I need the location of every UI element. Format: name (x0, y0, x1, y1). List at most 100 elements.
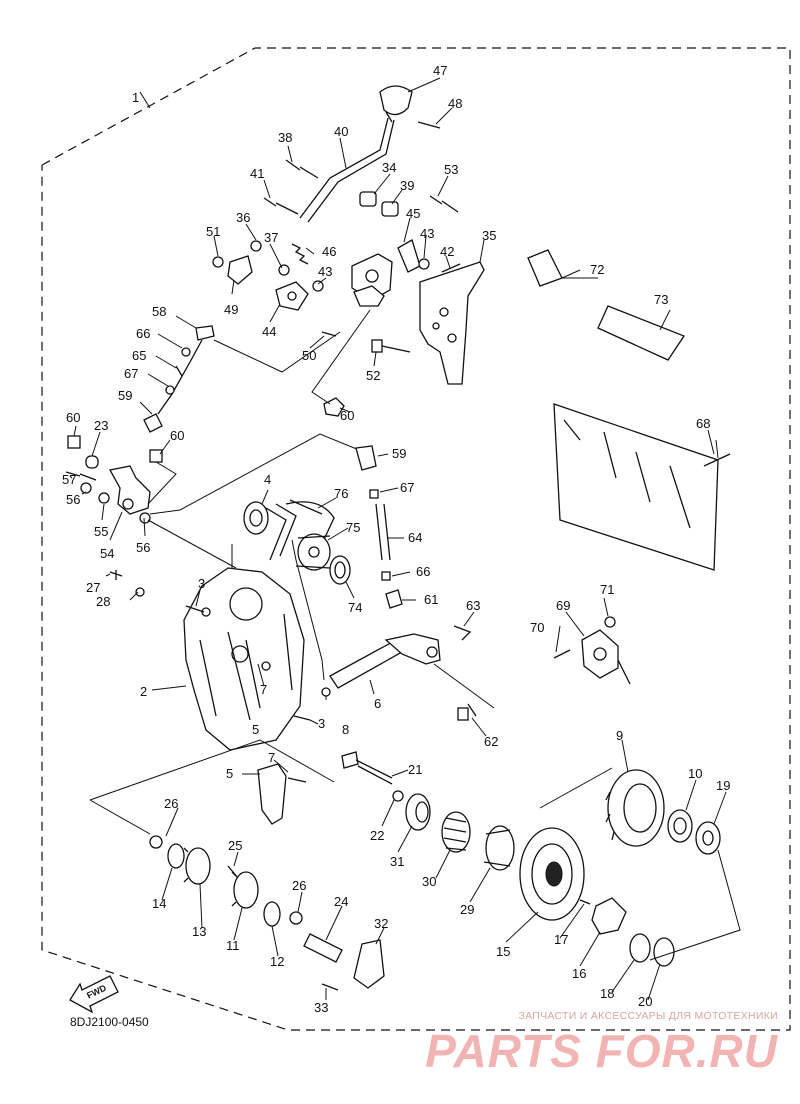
callout-39: 39 (400, 178, 414, 193)
plates-72-73 (527, 249, 685, 361)
callout-7a: 7 (260, 682, 267, 697)
callout-72: 72 (590, 262, 604, 277)
callout-46: 46 (322, 244, 336, 259)
callout-3b: 3 (318, 716, 325, 731)
sensor-assembly (553, 616, 631, 685)
callout-66a: 66 (136, 326, 150, 341)
callout-26a: 26 (164, 796, 178, 811)
leader-lines (69, 77, 727, 1001)
callout-38: 38 (278, 130, 292, 145)
callout-5a: 5 (252, 722, 259, 737)
callout-25: 25 (228, 838, 242, 853)
shift-shaft (329, 625, 495, 721)
callout-13: 13 (192, 924, 206, 939)
callout-31: 31 (390, 854, 404, 869)
output-gear (539, 767, 741, 961)
callout-69: 69 (556, 598, 570, 613)
callout-67b: 67 (400, 480, 414, 495)
callout-60c: 60 (170, 428, 184, 443)
callout-74: 74 (348, 600, 362, 615)
callout-20: 20 (638, 994, 652, 1009)
callout-59b: 59 (392, 446, 406, 461)
callout-49: 49 (224, 302, 238, 317)
callout-2: 2 (140, 684, 147, 699)
callout-43b: 43 (318, 264, 332, 279)
callout-76: 76 (334, 486, 348, 501)
callout-40: 40 (334, 124, 348, 139)
belt-guard (553, 403, 731, 571)
callout-18: 18 (600, 986, 614, 1001)
callout-27: 27 (86, 580, 100, 595)
case-cover (109, 519, 331, 825)
callout-45: 45 (406, 206, 420, 221)
callout-60b: 60 (66, 410, 80, 425)
callout-5b: 5 (226, 766, 233, 781)
callout-55: 55 (94, 524, 108, 539)
callout-9: 9 (616, 728, 623, 743)
callout-44: 44 (262, 324, 276, 339)
callout-70: 70 (530, 620, 544, 635)
linkage-rod-assembly (65, 325, 377, 524)
sprocket-group (243, 499, 351, 585)
callout-4: 4 (264, 472, 271, 487)
callout-29: 29 (460, 902, 474, 917)
callout-47: 47 (433, 63, 447, 78)
callout-54: 54 (100, 546, 114, 561)
callout-32: 32 (374, 916, 388, 931)
callout-52: 52 (366, 368, 380, 383)
callout-3a: 3 (198, 576, 205, 591)
callout-34: 34 (382, 160, 396, 175)
shift-lever-assembly (212, 85, 485, 417)
callout-1: 1 (132, 90, 139, 105)
callout-19: 19 (716, 778, 730, 793)
callout-26b: 26 (292, 878, 306, 893)
diagram-caption: 8DJ2100-0450 (70, 1015, 149, 1029)
callout-48: 48 (448, 96, 462, 111)
callout-66b: 66 (416, 564, 430, 579)
callout-59a: 59 (118, 388, 132, 403)
callout-labels: 1 47 48 38 40 34 53 41 39 45 36 51 37 43… (62, 63, 730, 1015)
callout-23: 23 (94, 418, 108, 433)
gear-train (89, 739, 385, 991)
callout-24: 24 (334, 894, 348, 909)
callout-61: 61 (424, 592, 438, 607)
callout-28: 28 (96, 594, 110, 609)
callout-65: 65 (132, 348, 146, 363)
callout-56a: 56 (66, 492, 80, 507)
callout-75: 75 (346, 520, 360, 535)
callout-11: 11 (226, 938, 240, 953)
callout-56b: 56 (136, 540, 150, 555)
callout-16: 16 (572, 966, 586, 981)
callout-67a: 67 (124, 366, 138, 381)
secondary-pulley (519, 827, 675, 967)
callout-14: 14 (152, 896, 166, 911)
callout-7b: 7 (268, 750, 275, 765)
callout-8: 8 (342, 722, 349, 737)
callout-22: 22 (370, 828, 384, 843)
callout-17: 17 (554, 932, 568, 947)
callout-41: 41 (250, 166, 264, 181)
callout-58: 58 (152, 304, 166, 319)
callout-62: 62 (484, 734, 498, 749)
callout-30: 30 (422, 874, 436, 889)
callout-21: 21 (408, 762, 422, 777)
watermark-logo: PARTS FOR.RU (425, 1025, 778, 1077)
callout-6: 6 (374, 696, 381, 711)
callout-36: 36 (236, 210, 250, 225)
callout-35: 35 (482, 228, 496, 243)
vertical-shaft (369, 489, 403, 609)
callout-50: 50 (302, 348, 316, 363)
callout-37: 37 (264, 230, 278, 245)
spring-assembly (341, 751, 515, 871)
callout-57: 57 (62, 472, 76, 487)
watermark-tagline: ЗАПЧАСТИ И АКСЕССУАРЫ ДЛЯ МОТОТЕХНИКИ (518, 1010, 778, 1022)
callout-12: 12 (270, 954, 284, 969)
callout-42: 42 (440, 244, 454, 259)
callout-73: 73 (654, 292, 668, 307)
callout-15: 15 (496, 944, 510, 959)
callout-64: 64 (408, 530, 422, 545)
callout-33: 33 (314, 1000, 328, 1015)
fwd-arrow: FWD (69, 975, 119, 1014)
callout-68: 68 (696, 416, 710, 431)
